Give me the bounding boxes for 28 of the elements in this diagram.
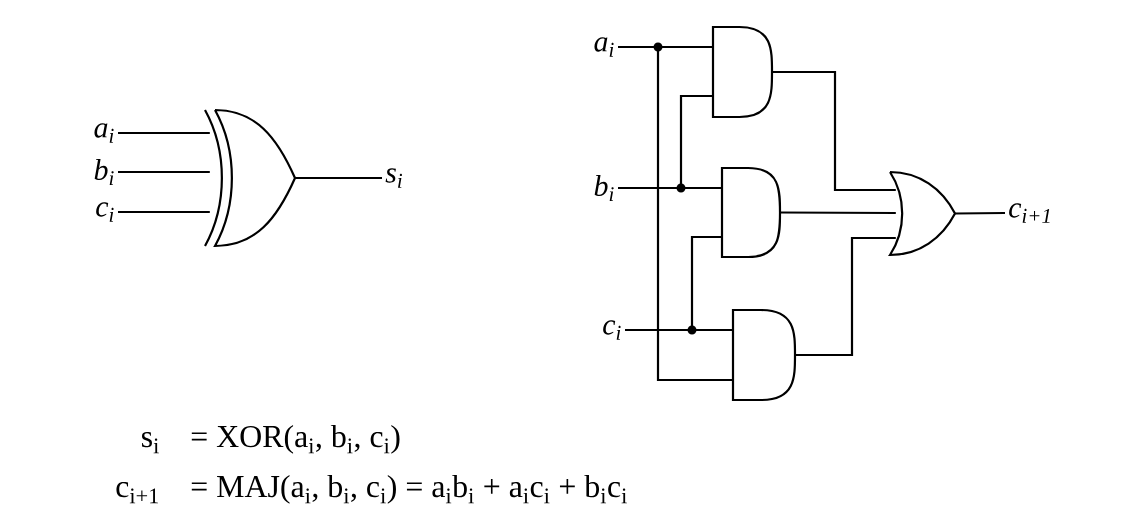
xor-gate xyxy=(203,108,297,248)
wire xyxy=(118,131,210,135)
equation-text: s$_{i}$ xyxy=(142,432,159,454)
signal-label: a$_{i}$ xyxy=(94,123,114,143)
equation-text: = XOR(a$_{i}$, b$_{i}$, c$_{i}$) xyxy=(191,424,400,454)
wire xyxy=(118,210,210,214)
wire xyxy=(772,70,896,192)
signal-label: c$_{i+1}$ xyxy=(1009,203,1050,223)
equation-text: c$_{i+1}$ xyxy=(116,482,158,504)
wire xyxy=(118,170,210,174)
signal-label: c$_{i}$ xyxy=(603,320,621,340)
wire xyxy=(780,211,896,215)
equation-text: = MAJ(a$_{i}$, b$_{i}$, c$_{i}$) = a$_{i}$b$_{i}$ + a$_{i}$c$_{i}$ + b$_{i}$c$_{i}$ xyxy=(191,474,627,504)
and-gate xyxy=(731,308,797,402)
wire xyxy=(955,211,1005,215)
wire xyxy=(795,236,896,357)
signal-label: c$_{i}$ xyxy=(96,202,114,222)
signal-label: b$_{i}$ xyxy=(594,174,614,201)
signal-label: a$_{i}$ xyxy=(594,37,614,57)
and-gate xyxy=(720,166,782,259)
wire xyxy=(618,45,733,382)
signal-label: s$_{i}$ xyxy=(385,168,402,188)
wire xyxy=(295,176,382,180)
wire xyxy=(618,94,713,190)
wire xyxy=(625,235,722,332)
signal-label: b$_{i}$ xyxy=(94,158,114,185)
or-gate xyxy=(888,170,957,257)
and-gate xyxy=(711,25,774,119)
